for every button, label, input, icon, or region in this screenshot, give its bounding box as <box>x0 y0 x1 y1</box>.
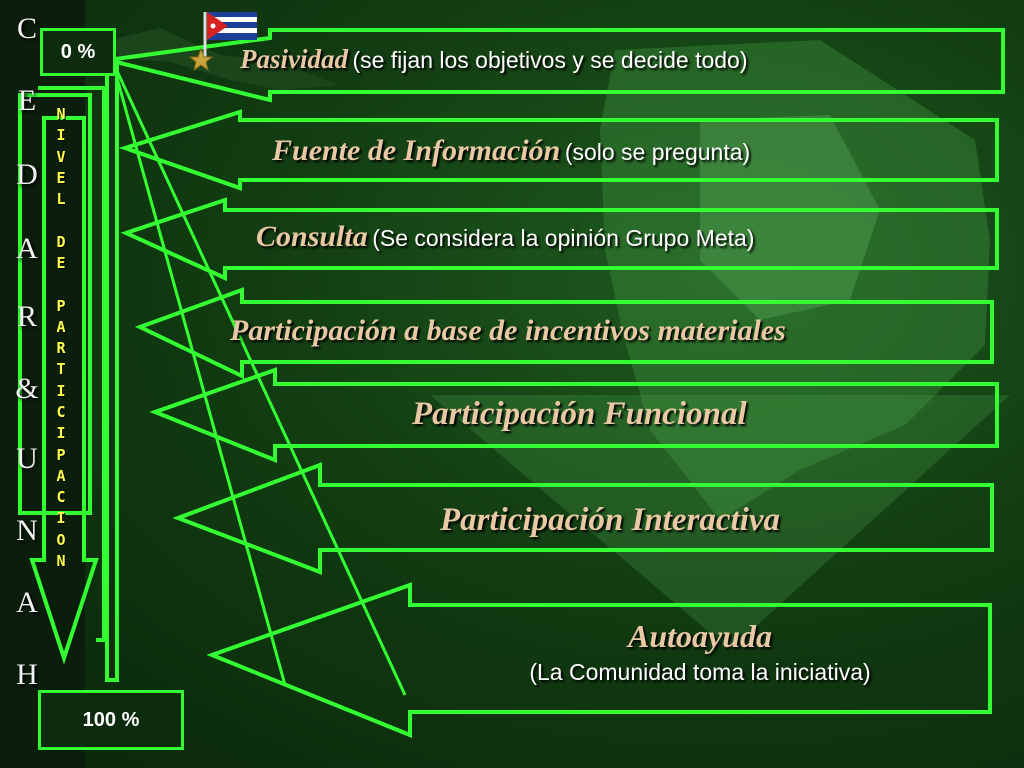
vertical-label-char: N <box>56 551 66 570</box>
step-arrow-4 <box>134 287 994 380</box>
step-2-text: Fuente de Información (solo se pregunta) <box>272 134 750 168</box>
vertical-label-char: A <box>56 317 66 336</box>
step-arrow-7 <box>206 582 992 738</box>
island-silhouette <box>110 28 340 90</box>
step-5-title: Participación Funcional <box>412 396 747 432</box>
step-arrow-3 <box>120 197 999 282</box>
ladder-letter: N <box>16 514 38 547</box>
scale-top-box: 0 % <box>40 28 116 76</box>
ladder-letter: D <box>16 158 38 191</box>
ladder-letter: A <box>16 232 38 265</box>
bracket-upper <box>38 86 106 642</box>
step-1-title: Pasividad <box>240 44 348 74</box>
step-arrow-6 <box>172 462 994 575</box>
map-silhouette <box>600 40 990 520</box>
scale-bottom-box: 100 % <box>38 690 184 750</box>
step-6-title: Participación Interactiva <box>440 502 781 538</box>
vertical-label-char: N <box>56 105 66 123</box>
vertical-label-char: C <box>56 402 66 421</box>
ladder-letter: R <box>16 300 37 333</box>
step-arrow-1 <box>107 28 1005 103</box>
vertical-label-char: I <box>56 126 66 145</box>
bracket-bar <box>105 58 119 682</box>
vertical-label-char: R <box>56 339 66 358</box>
vertical-label-char: E <box>56 253 66 272</box>
step-3-note: (Se considera la opinión Grupo Meta) <box>372 225 755 251</box>
step-3-text: Consulta (Se considera la opinión Grupo … <box>256 220 754 254</box>
step-2-title: Fuente de Información <box>272 134 561 167</box>
converging-line <box>110 59 287 686</box>
vertical-label-char: T <box>56 360 66 379</box>
ladder-letter: A <box>16 586 38 619</box>
step-6-text: Participación Interactiva <box>440 502 780 539</box>
cuban-flag-icon <box>203 12 257 64</box>
ladder-letter: H <box>16 658 38 691</box>
vertical-label-char: V <box>56 147 66 166</box>
ladder-letter: & <box>15 372 39 405</box>
vertical-label-char <box>56 278 65 291</box>
step-7-title: Autoayuda <box>627 618 773 654</box>
down-arrow <box>29 116 99 665</box>
bracket-outline <box>18 93 92 515</box>
vertical-label-char: P <box>56 445 66 464</box>
vertical-label-char: C <box>56 488 66 507</box>
vertical-label-char: E <box>56 168 66 187</box>
vertical-label-char: I <box>56 509 66 528</box>
ladder-letter: U <box>16 442 38 475</box>
vertical-label-char: I <box>56 424 66 443</box>
vertical-label-char: O <box>56 530 66 549</box>
step-2-note: (solo se pregunta) <box>564 139 751 165</box>
step-arrow-2 <box>118 109 999 191</box>
ladder-letter: C <box>16 12 37 45</box>
step-5-text: Participación Funcional <box>412 396 747 433</box>
vertical-label-char: A <box>56 466 66 485</box>
ladder-letter: E <box>17 84 37 117</box>
vertical-label-char: I <box>56 381 66 400</box>
vertical-label-char <box>56 214 65 227</box>
step-3-title: Consulta <box>256 220 368 253</box>
vertical-label-char: L <box>56 190 66 209</box>
step-arrow-5 <box>149 367 999 463</box>
step-7-text: Autoayuda (La Comunidad toma la iniciati… <box>410 618 990 686</box>
step-7-note: (La Comunidad toma la iniciativa) <box>529 659 871 685</box>
step-4-title: Participación a base de incentivos mater… <box>230 314 786 347</box>
step-1-note: (se fijan los objetivos y se decide todo… <box>352 47 748 73</box>
star-icon <box>188 47 214 72</box>
step-4-text: Participación a base de incentivos mater… <box>230 314 786 348</box>
step-1-text: Pasividad (se fijan los objetivos y se d… <box>240 44 748 75</box>
green-triangle <box>430 395 1010 650</box>
vertical-label-char: D <box>56 232 66 251</box>
vertical-label-char: P <box>56 296 66 315</box>
